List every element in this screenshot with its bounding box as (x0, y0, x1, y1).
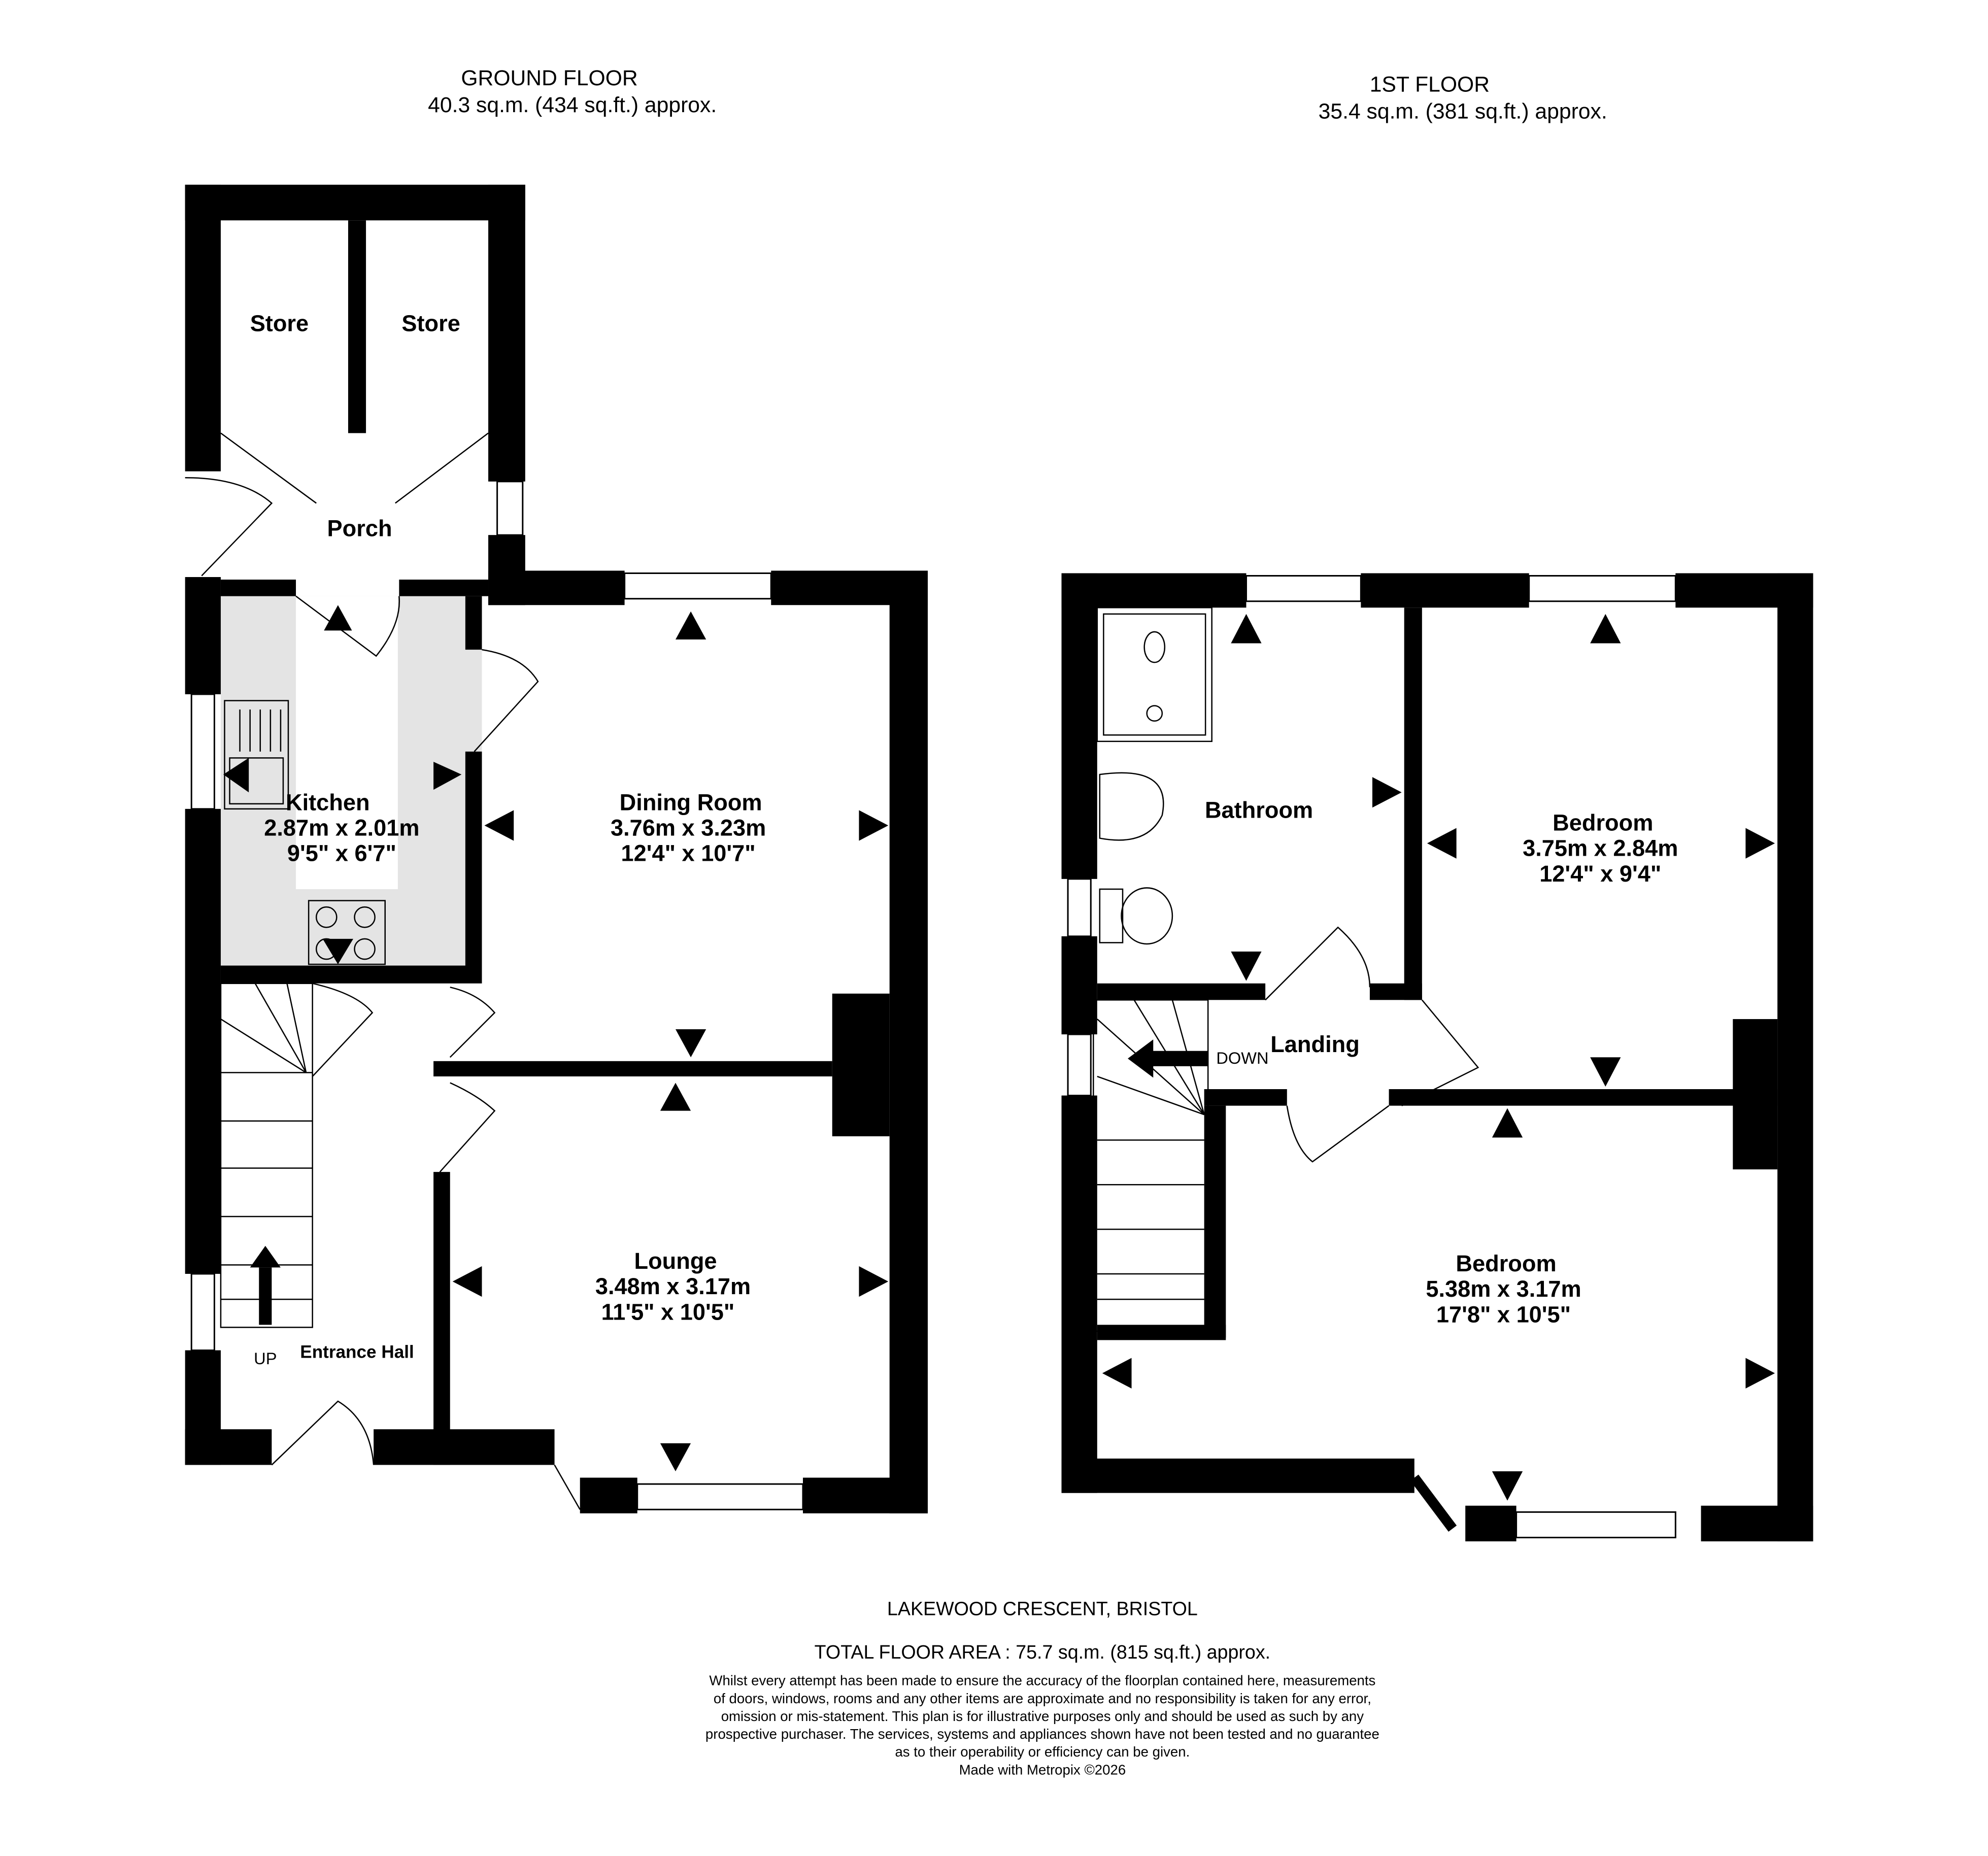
bedroom-imperial: 17'8" x 10'5" (1436, 1301, 1571, 1327)
basin-icon (1099, 772, 1164, 841)
dining-metric: 3.76m x 3.23m (611, 815, 766, 841)
window (624, 572, 772, 600)
room-label-lounge: Lounge (634, 1248, 717, 1274)
first-floor-title: 1ST FLOOR (1370, 73, 1490, 97)
window (1067, 878, 1092, 937)
room-label-landing: Landing (1270, 1031, 1360, 1057)
window (496, 481, 524, 536)
bedroom-imperial: 12'4" x 9'4" (1539, 861, 1661, 887)
door-swings (1265, 926, 1479, 1163)
dimension-arrows (1102, 614, 1775, 1501)
room-label-store: Store (250, 311, 309, 336)
room-label-store: Store (401, 311, 460, 336)
credit: Made with Metropix ©2026 (959, 1762, 1126, 1777)
room-label-bedroom: Bedroom (1553, 809, 1653, 835)
kitchen-metric: 2.87m x 2.01m (264, 815, 419, 841)
room-label-bathroom: Bathroom (1205, 797, 1313, 823)
window (190, 1273, 215, 1352)
ground-floor-title: GROUND FLOOR (461, 66, 637, 90)
disclaimer-line: as to their operability or efficiency ca… (895, 1744, 1190, 1760)
bedroom-metric: 3.75m x 2.84m (1523, 835, 1678, 861)
total-floor-area: TOTAL FLOOR AREA : 75.7 sq.m. (815 sq.ft… (815, 1641, 1270, 1663)
bedroom-metric: 5.38m x 3.17m (1426, 1276, 1581, 1302)
toilet-icon (1099, 887, 1173, 945)
window (1515, 1511, 1676, 1539)
room-label-porch: Porch (327, 516, 392, 542)
first-walls (1061, 573, 1813, 1542)
stairs-down-arrow (1151, 1051, 1208, 1066)
first-floor-plan: Bathroom Bedroom 3.75m x 2.84m 12'4" x 9… (1061, 573, 1813, 1542)
shower-icon (1096, 606, 1212, 743)
disclaimer-line: Whilst every attempt has been made to en… (709, 1673, 1375, 1689)
lounge-metric: 3.48m x 3.17m (595, 1273, 751, 1299)
sink-icon (224, 700, 289, 810)
window (1067, 1033, 1092, 1097)
room-label-dining: Dining Room (620, 789, 762, 815)
window (636, 1483, 804, 1510)
first-floor-area: 35.4 sq.m. (381 sq.ft.) approx. (1319, 99, 1607, 123)
dimension-arrows (223, 605, 889, 1471)
dining-imperial: 12'4" x 10'7" (621, 840, 756, 866)
room-label-kitchen: Kitchen (286, 789, 370, 815)
room-label-bedroom: Bedroom (1456, 1251, 1556, 1276)
lounge-imperial: 11'5" x 10'5" (601, 1299, 735, 1325)
window (1245, 575, 1362, 602)
address: LAKEWOOD CRESCENT, BRISTOL (887, 1598, 1198, 1619)
disclaimer-line: omission or mis-statement. This plan is … (721, 1708, 1364, 1724)
stairs-up-label: UP (254, 1349, 277, 1368)
stairs-up-arrow (259, 1267, 272, 1325)
kitchen-imperial: 9'5" x 6'7" (287, 840, 396, 866)
ground-floor-plan: Store Store Porch Kitchen 2.87m x 2.01m … (185, 184, 928, 1513)
disclaimer-line: of doors, windows, rooms and any other i… (714, 1691, 1371, 1706)
ground-walls (185, 184, 928, 1513)
ground-floor-area: 40.3 sq.m. (434 sq.ft.) approx. (428, 93, 717, 117)
door-swings (185, 432, 539, 1466)
hob-icon (308, 900, 386, 965)
stairs-down-label: DOWN (1216, 1049, 1268, 1067)
room-label-entrance-hall: Entrance Hall (300, 1342, 414, 1362)
window (190, 693, 215, 810)
disclaimer-line: prospective purchaser. The services, sys… (705, 1726, 1379, 1742)
window (1528, 575, 1676, 602)
